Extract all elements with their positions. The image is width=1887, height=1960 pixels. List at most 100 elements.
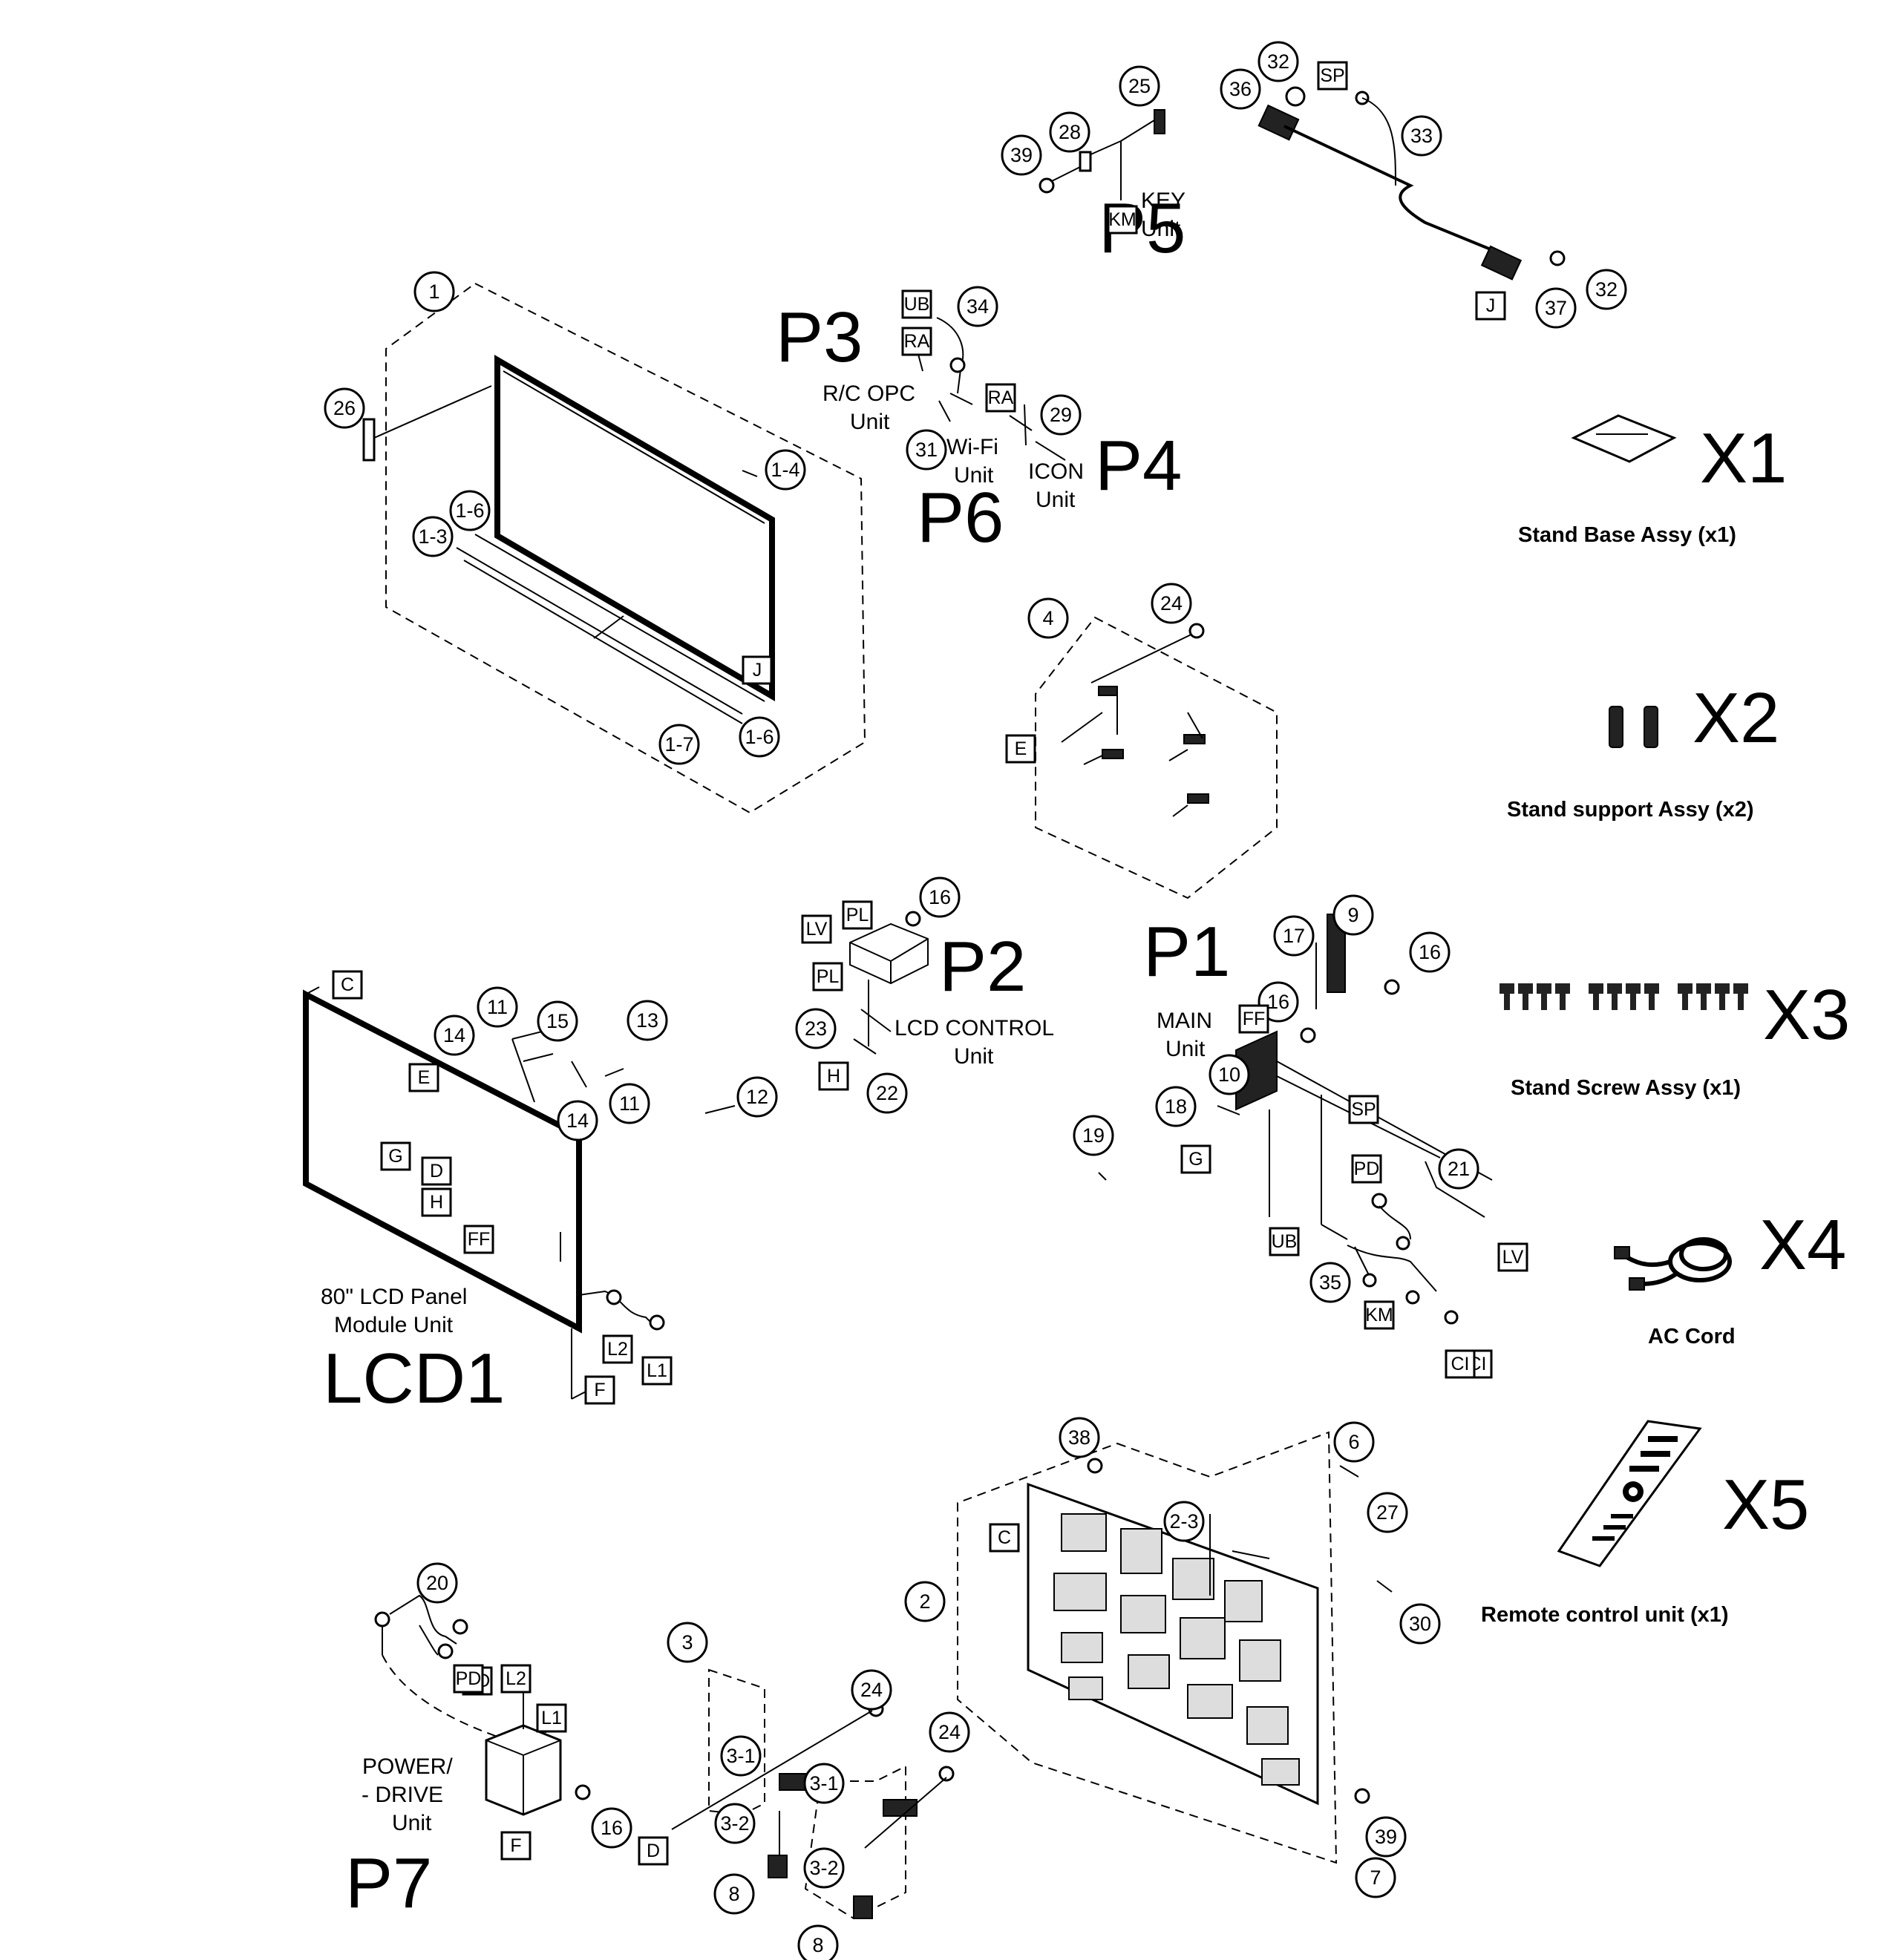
callout-number: 1-4 <box>765 449 806 491</box>
callout-number: 26 <box>324 387 365 429</box>
connector-tag-box <box>1005 734 1036 764</box>
rear-cabinet-assembly <box>957 1431 1393 1864</box>
callout-label: 1 <box>428 281 439 303</box>
connector-tag: D <box>421 1156 452 1186</box>
screw-shaft <box>1630 994 1636 1010</box>
connector-tag: KM <box>1364 1300 1395 1330</box>
callout-label: 38 <box>1068 1426 1090 1449</box>
callout-circle <box>1365 1816 1407 1858</box>
callout-label: 18 <box>1165 1095 1187 1118</box>
callout-circle <box>1258 41 1299 82</box>
lcd-control-caption-line2: Unit <box>954 1044 994 1069</box>
callout-number: 22 <box>866 1072 908 1114</box>
callout-circle <box>1399 1603 1441 1645</box>
stand-screw-caption: Stand Screw Assy (x1) <box>1511 1076 1741 1100</box>
connector-tag-box <box>1348 1095 1379 1124</box>
callout-label: 11 <box>619 1092 640 1115</box>
callout-label: 39 <box>1375 1826 1397 1848</box>
callout-number: 15 <box>537 1000 578 1042</box>
callout-circle <box>1001 134 1042 176</box>
screw-head <box>1607 983 1622 994</box>
callout-circle <box>1401 115 1442 157</box>
callout-circle <box>803 1763 845 1804</box>
callout-number: 23 <box>795 1008 837 1049</box>
callout-number: 19 <box>1073 1115 1114 1156</box>
callout-label: 15 <box>546 1010 569 1032</box>
callout-number: 30 <box>1399 1603 1441 1645</box>
callout-label: 3-2 <box>720 1812 749 1835</box>
callout-label: 32 <box>1595 278 1618 301</box>
group-label-p1: P1 <box>1143 912 1230 992</box>
callout-circle <box>1332 894 1374 936</box>
connector-tag-label: LV <box>1502 1247 1524 1268</box>
connector-tag-label: J <box>1486 295 1496 316</box>
connector-tag-box <box>901 327 932 356</box>
connector-tag: D <box>638 1836 669 1866</box>
connector-tag-box <box>1180 1144 1211 1174</box>
connector-tag-label: LV <box>806 919 828 940</box>
remote-control-icon <box>1557 1420 1702 1567</box>
callout-label: 8 <box>812 1934 823 1956</box>
rc-opc-unit-caption-line1: R/C OPC <box>823 381 915 406</box>
callout-label: 1-3 <box>418 525 447 548</box>
callout-label: 6 <box>1348 1431 1359 1453</box>
callout-circle <box>1073 1115 1114 1156</box>
callout-number: 34 <box>957 286 998 327</box>
callout-circle <box>866 1072 908 1114</box>
rc-opc-unit-caption-line2: Unit <box>850 410 890 434</box>
callout-number: 35 <box>1309 1262 1351 1303</box>
group-label-lcd1: LCD1 <box>323 1339 505 1418</box>
callout-circle <box>557 1100 598 1141</box>
icon-unit-caption-line2: Unit <box>1036 488 1076 512</box>
screw-shaft <box>1523 994 1528 1010</box>
remote-control-caption: Remote control unit (x1) <box>1481 1603 1729 1627</box>
connector-tag-box <box>332 970 363 1000</box>
callout-circle <box>736 1076 778 1118</box>
callout-circle <box>416 1562 458 1604</box>
group-label-p2: P2 <box>939 927 1026 1006</box>
connector-tag-box <box>380 1141 411 1171</box>
connector-tag-box <box>818 1061 849 1091</box>
callout-label: 1-6 <box>455 499 484 522</box>
screw-shaft <box>1701 994 1707 1010</box>
main-unit-caption-line2: Unit <box>1165 1037 1206 1061</box>
screw-head <box>1626 983 1641 994</box>
connector-tag-box <box>901 289 932 319</box>
icon-unit-caption-line1: ICON <box>1028 459 1084 484</box>
callout-number: 38 <box>1059 1417 1100 1458</box>
callout-label: 16 <box>1419 941 1441 963</box>
front-cabinet-assembly <box>362 282 866 814</box>
connector-tag-label: C <box>998 1527 1011 1548</box>
ac-cord-icon <box>1614 1237 1732 1291</box>
screw-shaft <box>1612 994 1618 1010</box>
connector-tag-box <box>463 1225 494 1254</box>
group-label-x3: X3 <box>1763 975 1850 1055</box>
connector-tag-box <box>812 962 843 992</box>
connector-tag: L2 <box>602 1334 633 1364</box>
connector-tag-box <box>641 1356 673 1386</box>
connector-tag: CI <box>1445 1349 1476 1379</box>
connector-tag-box <box>1351 1154 1382 1184</box>
callout-circle <box>449 490 491 531</box>
connector-tag: UB <box>1269 1227 1300 1256</box>
callout-label: 9 <box>1347 904 1358 926</box>
callout-number: 14 <box>434 1015 475 1056</box>
callout-circle <box>1273 915 1315 957</box>
callout-circle <box>1409 931 1451 973</box>
connector-tag: PD <box>453 1664 484 1694</box>
bracket-assembly <box>1035 616 1278 899</box>
callout-label: 10 <box>1218 1063 1240 1086</box>
callout-circle <box>713 1873 755 1915</box>
callout-number: 1-6 <box>449 490 491 531</box>
callout-label: 3-1 <box>809 1772 838 1795</box>
callout-label: 13 <box>636 1009 658 1032</box>
callout-number: 29 <box>1040 394 1082 436</box>
group-label-x5: X5 <box>1722 1465 1809 1544</box>
callout-number: 3-1 <box>803 1763 845 1804</box>
stand-screw-icon <box>1500 983 1748 1010</box>
connector-tag: UB <box>901 289 932 319</box>
connector-tag-label: RA <box>988 387 1014 408</box>
callout-number: 18 <box>1155 1086 1197 1127</box>
callout-circle <box>1209 1054 1250 1095</box>
